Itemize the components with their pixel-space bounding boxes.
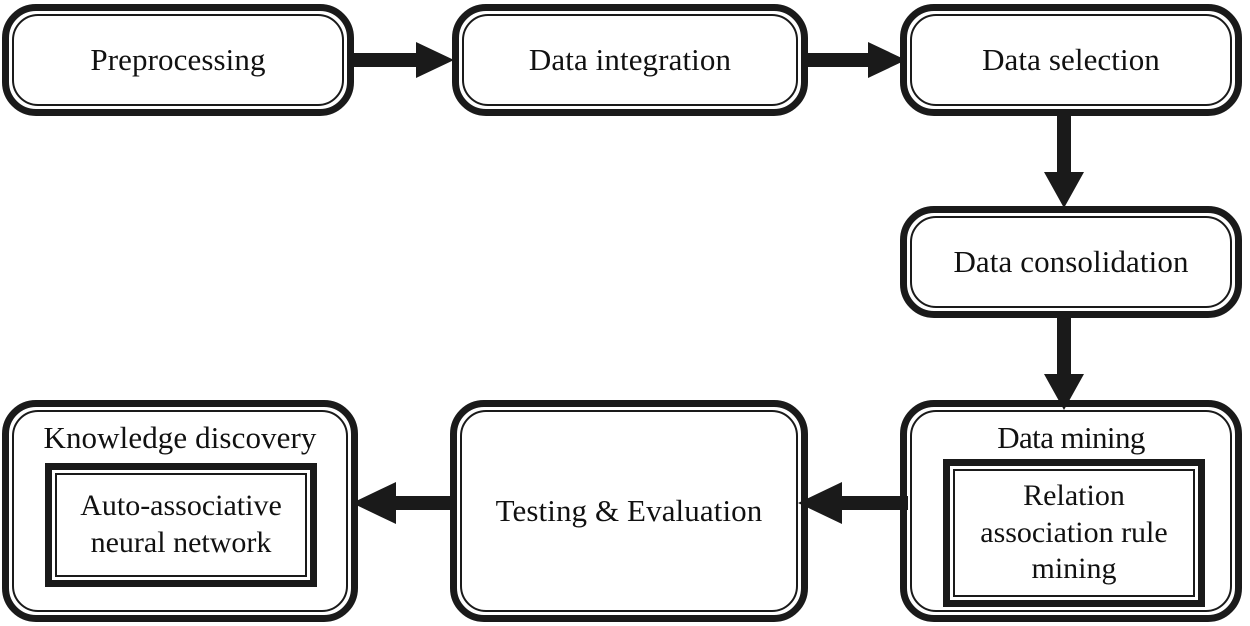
node-data-selection-label: Data selection (982, 41, 1160, 77)
node-data-integration-label: Data integration (528, 41, 732, 77)
subbox-relation-association-rule-mining-inner-outline: Relation association rule mining (953, 469, 1195, 597)
node-data-consolidation-inner-outline (910, 216, 1232, 308)
node-knowledge-discovery[interactable]: Knowledge discovery Auto-associative neu… (2, 400, 358, 622)
node-testing-evaluation-inner-outline (460, 410, 798, 612)
node-data-consolidation-label: Data consolidation (953, 243, 1189, 279)
subbox-auto-associative-neural-network[interactable]: Auto-associative neural network (45, 463, 317, 587)
subbox-relation-association-rule-mining-label: Relation association rule mining (980, 479, 1168, 586)
node-data-selection[interactable]: Data selection (900, 4, 1242, 116)
subbox-auto-associative-neural-network-inner-outline: Auto-associative neural network (55, 473, 307, 577)
subbox-auto-associative-neural-network-label: Auto-associative neural network (80, 489, 282, 559)
edge-testing-evaluation-to-knowledge-discovery (352, 482, 456, 524)
edge-data-selection-to-data-consolidation (1044, 114, 1084, 210)
edge-data-mining-to-testing-evaluation (798, 482, 908, 524)
edge-preprocessing-to-data-integration (354, 42, 456, 78)
node-data-integration[interactable]: Data integration (452, 4, 808, 116)
node-data-mining[interactable]: Data mining Relation association rule mi… (900, 400, 1242, 622)
node-knowledge-discovery-label: Knowledge discovery (43, 420, 317, 455)
edge-data-consolidation-to-data-mining (1044, 316, 1084, 412)
node-data-mining-label: Data mining (997, 420, 1145, 455)
node-preprocessing-label: Preprocessing (90, 41, 266, 77)
node-data-consolidation[interactable]: Data consolidation (900, 206, 1242, 318)
node-data-selection-inner-outline (910, 14, 1232, 106)
node-preprocessing-inner-outline (12, 14, 344, 106)
node-data-integration-inner-outline (462, 14, 798, 106)
node-preprocessing[interactable]: Preprocessing (2, 4, 354, 116)
node-testing-evaluation-label: Testing & Evaluation (495, 492, 763, 528)
node-testing-evaluation[interactable]: Testing & Evaluation (450, 400, 808, 622)
edge-data-integration-to-data-selection (806, 42, 908, 78)
subbox-relation-association-rule-mining[interactable]: Relation association rule mining (943, 459, 1205, 607)
